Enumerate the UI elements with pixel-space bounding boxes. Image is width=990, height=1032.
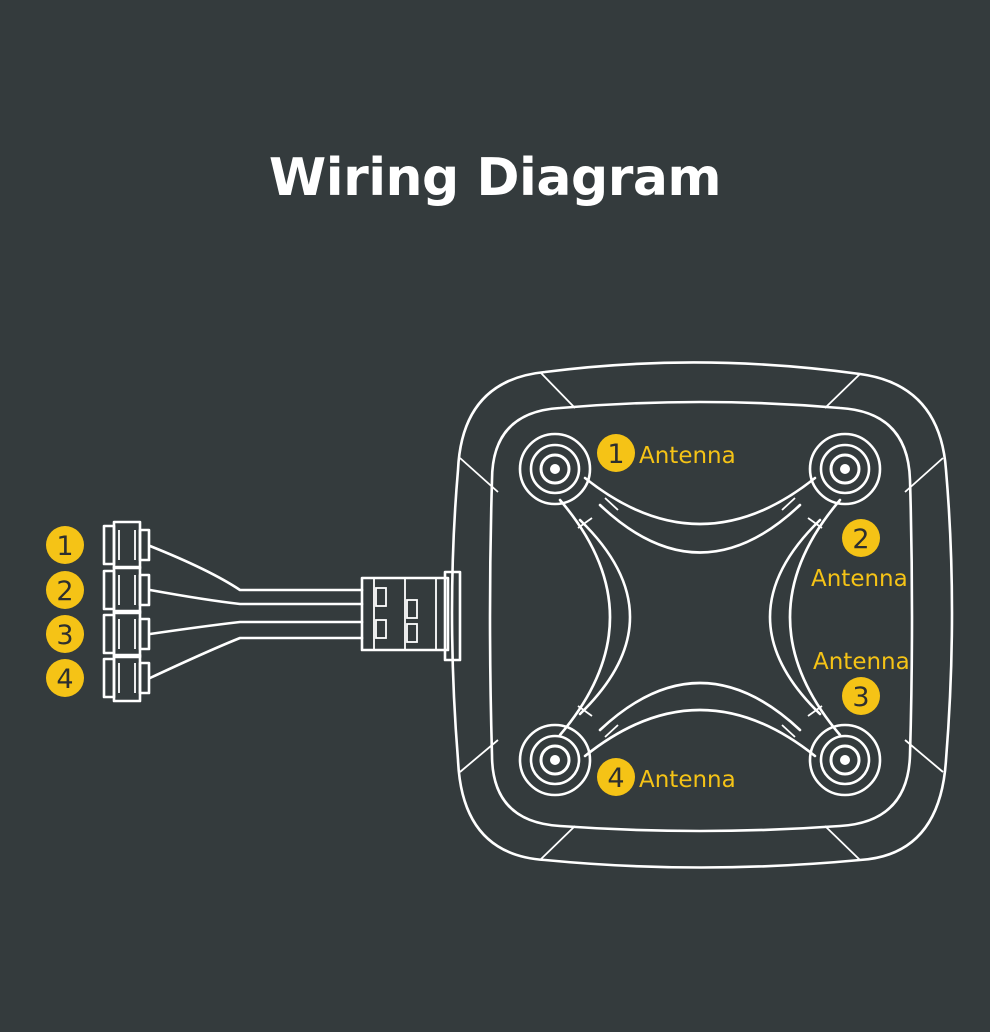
cable-3 <box>148 620 364 636</box>
connector-2 <box>102 565 151 615</box>
cable-4 <box>148 636 364 680</box>
svg-text:Antenna: Antenna <box>639 443 736 469</box>
antenna-mount-1 <box>518 432 592 506</box>
antenna-label-2: 2 Antenna <box>811 519 908 592</box>
x-frame <box>558 476 842 758</box>
svg-text:1: 1 <box>56 531 73 562</box>
housing-corner-lines <box>459 371 944 861</box>
cable-gland <box>360 570 462 662</box>
svg-text:1: 1 <box>607 439 624 470</box>
antenna-mount-4 <box>518 723 592 797</box>
svg-text:3: 3 <box>56 620 73 651</box>
connector-1 <box>102 520 151 570</box>
antenna-mount-3 <box>808 723 882 797</box>
cable-bundle <box>148 544 364 680</box>
antenna-label-4: 4 Antenna <box>597 758 736 796</box>
svg-text:2: 2 <box>852 524 869 555</box>
connector-3 <box>102 609 151 659</box>
page-title: Wiring Diagram <box>268 148 722 208</box>
connector-badge-3: 3 <box>46 615 84 653</box>
svg-text:3: 3 <box>852 682 869 713</box>
housing-inner-plate <box>488 400 914 833</box>
svg-text:4: 4 <box>607 763 624 794</box>
svg-text:4: 4 <box>56 664 73 695</box>
connector-badge-1: 1 <box>46 526 84 564</box>
svg-text:2: 2 <box>56 576 73 607</box>
svg-text:Antenna: Antenna <box>811 566 908 592</box>
connector-4 <box>102 653 151 703</box>
connector-badge-2: 2 <box>46 571 84 609</box>
antenna-mount-2 <box>808 432 882 506</box>
cable-2 <box>148 588 364 606</box>
antenna-label-3: Antenna 3 <box>813 649 910 715</box>
svg-text:Antenna: Antenna <box>639 767 736 793</box>
antenna-label-1: 1 Antenna <box>597 434 736 472</box>
svg-text:Antenna: Antenna <box>813 649 910 675</box>
cable-1 <box>148 544 364 592</box>
antenna-housing <box>450 361 954 869</box>
connector-badge-4: 4 <box>46 659 84 697</box>
